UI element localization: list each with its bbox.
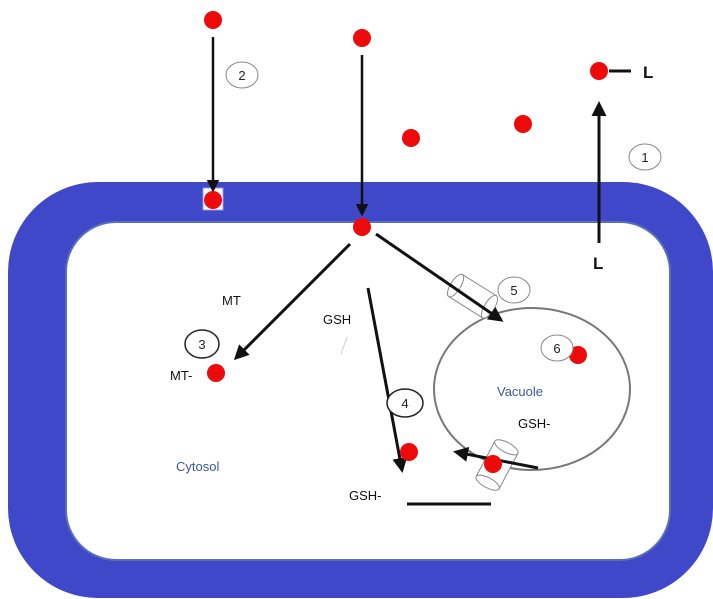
ion-vacuole — [569, 346, 587, 364]
ion-mt — [207, 364, 225, 382]
label-vacuole: Vacuole — [497, 384, 543, 399]
label-mt: MT — [222, 293, 241, 308]
ion-transporter — [484, 455, 502, 473]
ion-free-2 — [514, 115, 532, 133]
ion-free-1 — [402, 129, 420, 147]
step-circle-2 — [225, 61, 259, 89]
step-circle-6 — [540, 334, 574, 362]
ion-cytosol-entry — [353, 218, 371, 236]
step-number-4: 4 — [401, 396, 408, 411]
step-number-1: 1 — [641, 150, 648, 165]
step-circle-5 — [497, 276, 531, 304]
arrow-to-vacuole — [375, 232, 504, 322]
step-number-5: 5 — [510, 283, 517, 298]
faint-mark — [340, 336, 348, 355]
label-ligand-top: L — [643, 63, 653, 82]
ion-gsh — [400, 443, 418, 461]
label-mt-complex: MT- — [170, 368, 192, 383]
arrow-to-mt — [233, 242, 352, 361]
ion-ligand — [590, 62, 608, 80]
ion-top-left — [204, 11, 222, 29]
step-number-6: 6 — [553, 341, 560, 356]
label-vacuole-gsh: GSH- — [518, 416, 551, 431]
label-gsh: GSH — [323, 312, 351, 327]
step-circle-4 — [386, 388, 424, 418]
ion-membrane-channel — [204, 191, 222, 209]
label-ligand-bottom: L — [593, 254, 603, 273]
label-gsh-complex: GSH- — [349, 488, 382, 503]
ion-top-center — [353, 29, 371, 47]
step-number-3: 3 — [198, 337, 205, 352]
step-circle-1 — [628, 143, 662, 171]
step-circle-3 — [184, 329, 220, 359]
label-cytosol: Cytosol — [176, 459, 219, 474]
arrow-to-gsh — [366, 287, 408, 473]
step-number-2: 2 — [238, 68, 245, 83]
